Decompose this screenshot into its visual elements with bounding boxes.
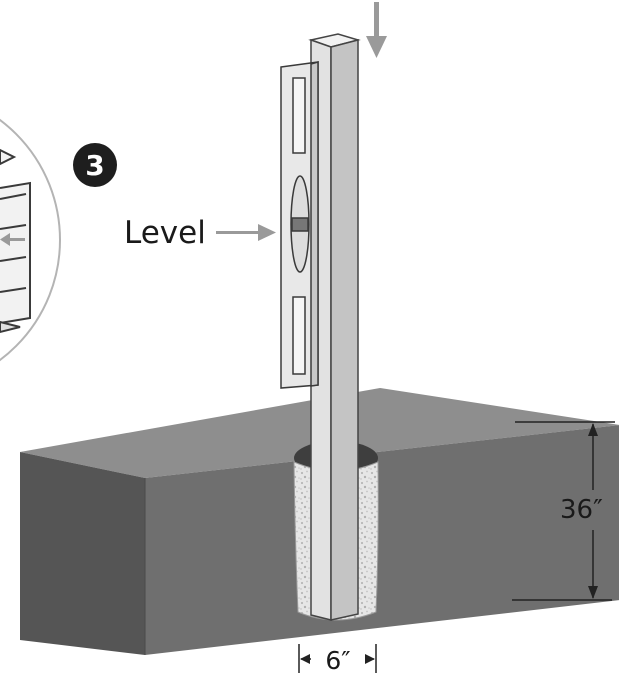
ground-block [20,388,619,655]
depth-dimension [512,421,615,601]
width-label: 6″ [325,646,350,675]
width-dimension [298,644,377,673]
step-badge: 3 [73,143,117,187]
depth-label: 36″ [560,495,603,525]
bracket-detail [0,148,31,334]
post-side-face [330,39,359,621]
arrow-right-icon [216,224,276,241]
level-window-top [292,77,306,154]
arrow-left-icon [0,233,25,246]
step-badge-circle [73,143,117,187]
arrow-down-icon [366,2,387,58]
level-bubble [291,217,309,232]
step-number: 3 [85,149,104,182]
ground-left-face [20,452,145,655]
ground-front-face [145,425,619,655]
level-tool [280,61,319,389]
level-edge [310,61,319,387]
level-window-bottom [292,296,306,375]
detail-callout [0,118,61,362]
level-label: Level [124,215,206,251]
